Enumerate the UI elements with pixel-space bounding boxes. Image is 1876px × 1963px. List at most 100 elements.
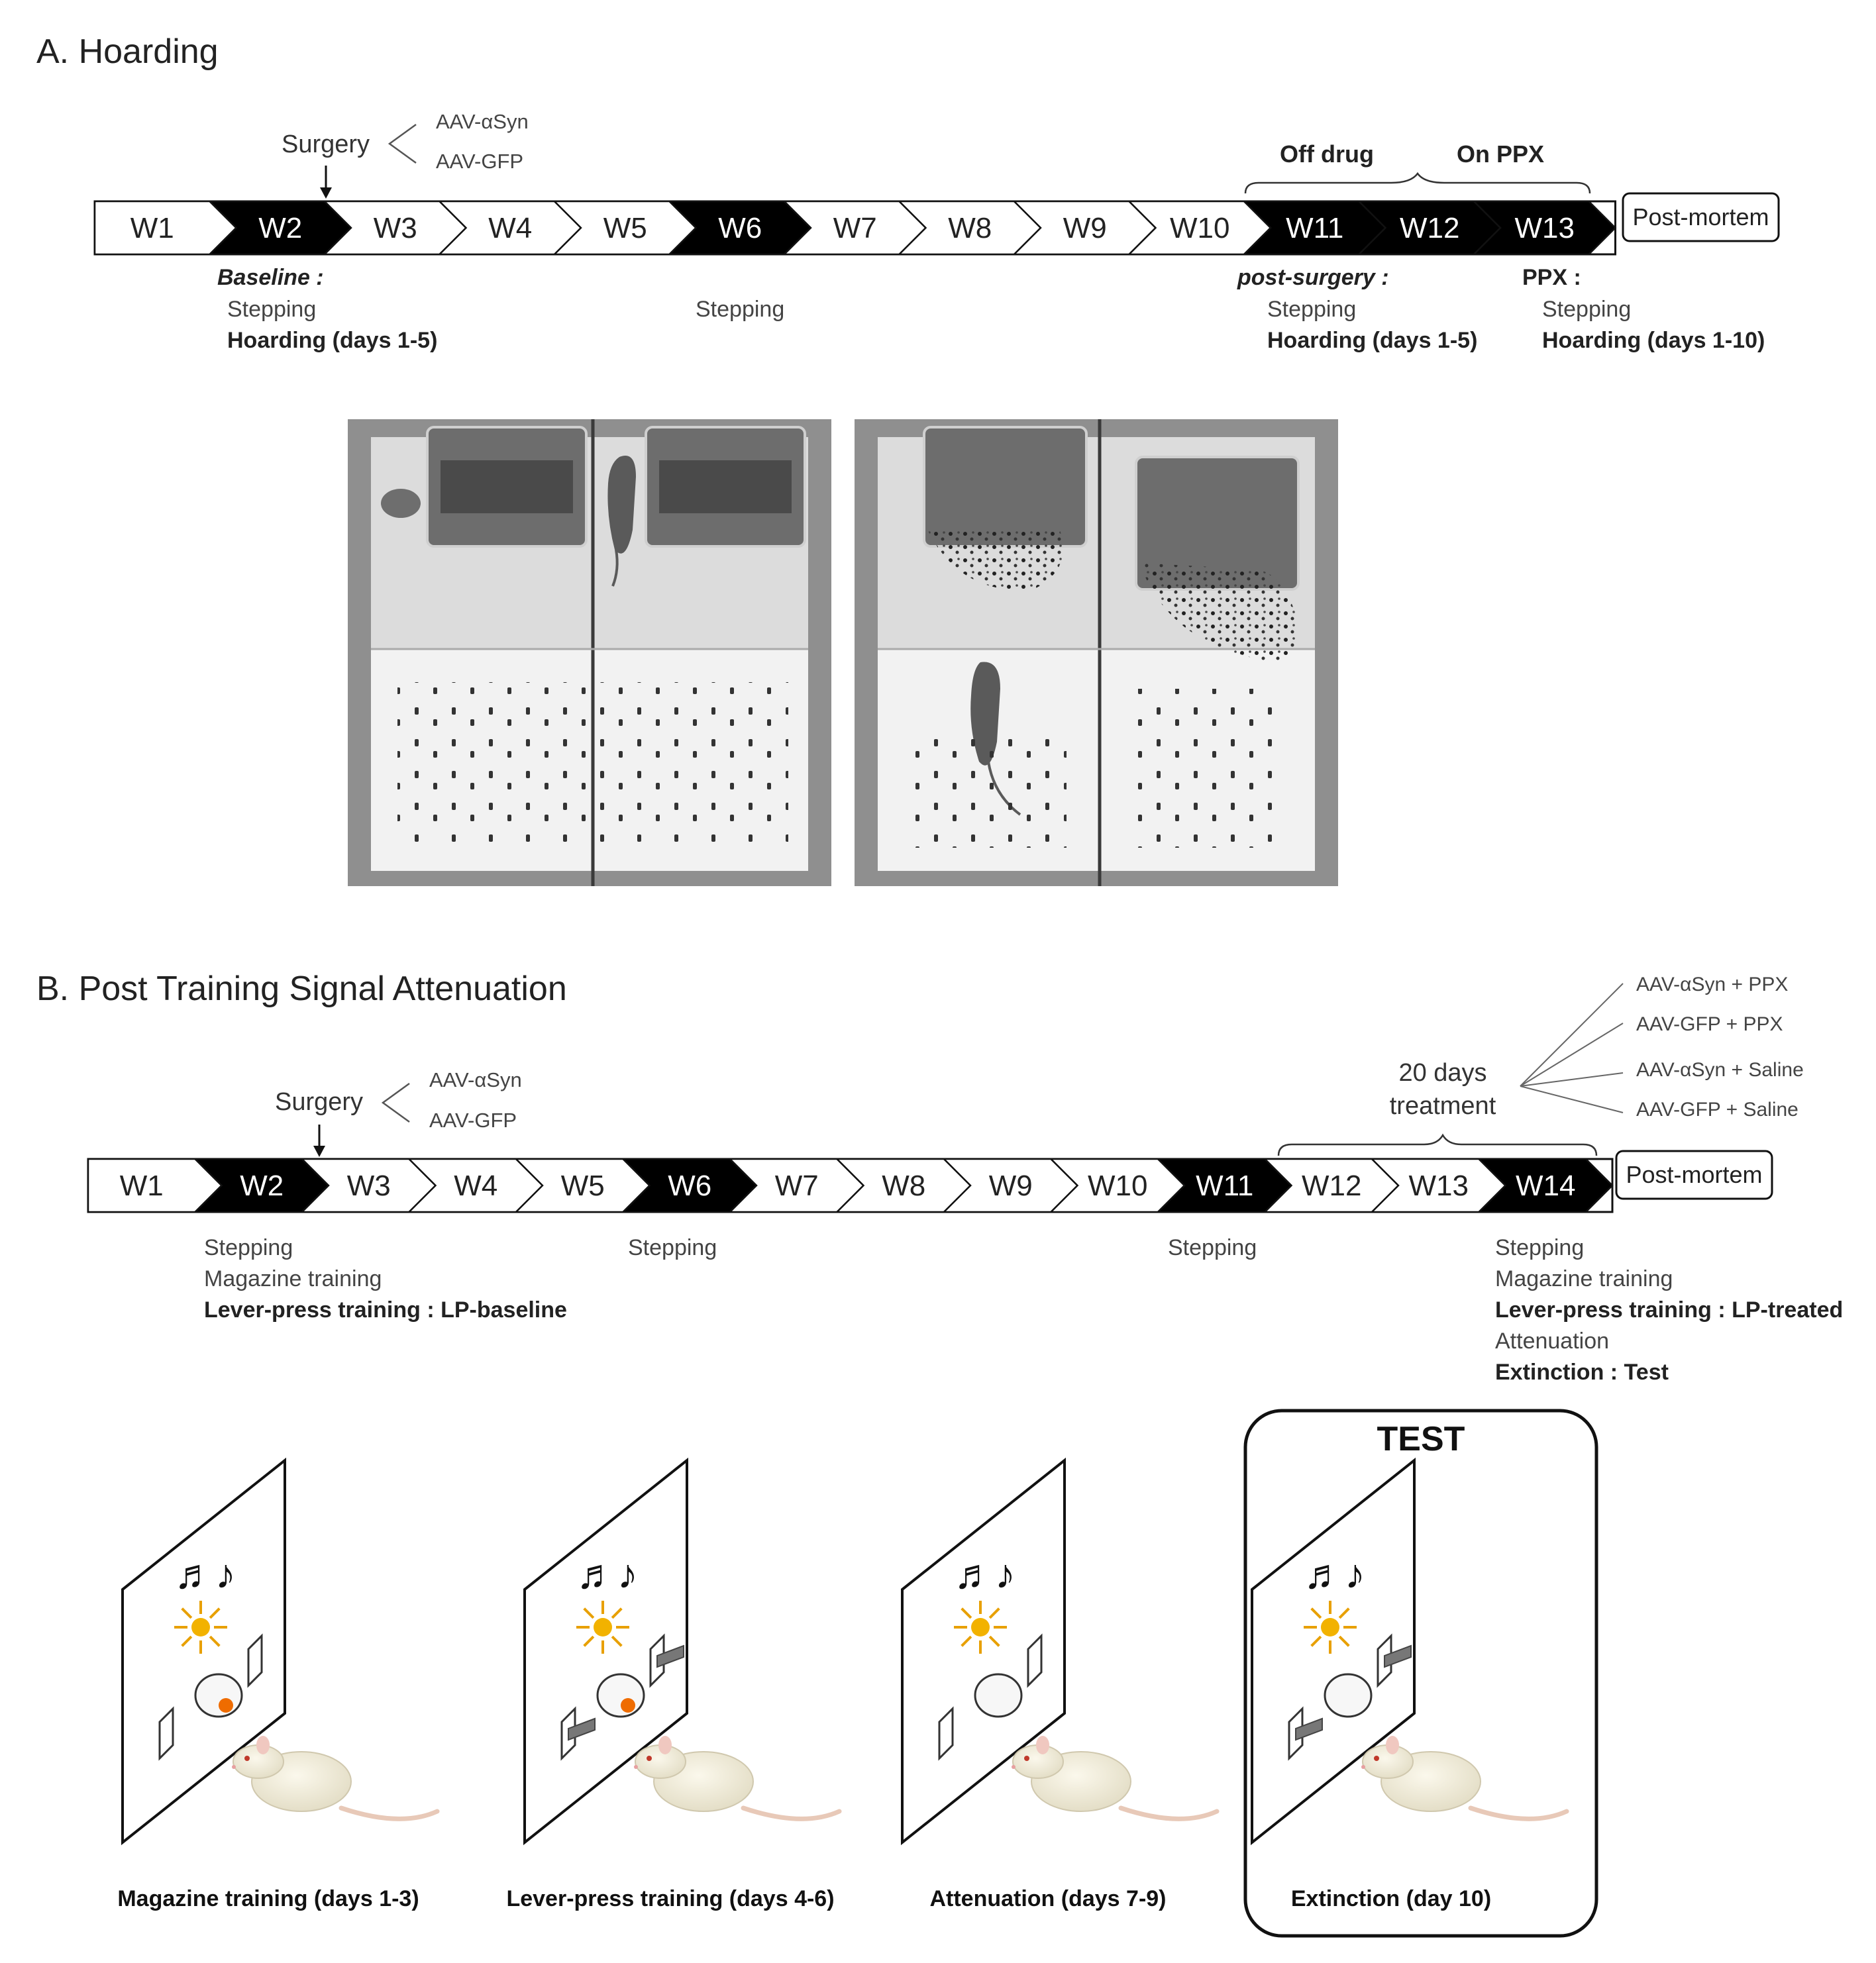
tone-icon: ♬♪ — [576, 1552, 638, 1597]
group-fan — [1520, 983, 1624, 1113]
post-mortem-label: Post-mortem — [1626, 1161, 1762, 1188]
stage-label: Extinction (day 10) — [1291, 1886, 1491, 1911]
panel-b-title: B. Post Training Signal Attenuation — [36, 970, 567, 1008]
lever-slot-left — [560, 1706, 576, 1761]
stage-label: Lever-press training (days 4-6) — [506, 1886, 834, 1911]
lever-left-icon — [1295, 1717, 1323, 1741]
week-label: W7 — [833, 212, 877, 244]
week-label: W11 — [1196, 1170, 1253, 1202]
arena-photo-baseline — [348, 419, 831, 886]
stage-4: ♬♪ Extinction (day 10) — [1251, 1457, 1569, 1911]
panel-a-title: A. Hoarding — [36, 32, 219, 71]
group-label-1: AAV-αSyn + PPX — [1636, 974, 1788, 995]
light-ray — [1338, 1635, 1350, 1647]
stage-2: ♬♪ Lever-press training (days 4-6) — [506, 1457, 842, 1911]
magazine-icon — [1324, 1673, 1373, 1718]
week-label: W3 — [374, 212, 417, 244]
week-label: W4 — [488, 212, 532, 244]
week-segment-w14 — [1477, 1158, 1614, 1213]
week-label: W9 — [1063, 212, 1107, 244]
light-ray — [961, 1607, 972, 1619]
light-ray — [611, 1635, 623, 1647]
lever-slot-right — [1377, 1633, 1392, 1688]
light-ray — [209, 1607, 221, 1619]
light-ray — [961, 1635, 972, 1647]
surgery-option-a-1: AAV-αSyn — [436, 110, 529, 133]
light-ray — [1338, 1607, 1350, 1619]
tone-icon: ♬♪ — [1304, 1552, 1365, 1597]
stage-1: ♬♪Magazine training (days 1-3) — [117, 1457, 440, 1911]
w14-note-5: Extinction : Test — [1495, 1360, 1669, 1385]
week-label: W8 — [882, 1170, 925, 1202]
chamber-wall — [901, 1457, 1066, 1846]
week-label: W1 — [130, 212, 174, 244]
light-ray — [583, 1607, 595, 1619]
lever-slot-right — [649, 1633, 665, 1688]
lever-slot-left — [938, 1706, 954, 1761]
w14-note-4: Attenuation — [1495, 1329, 1609, 1354]
post-surgery-line-1: Stepping — [1267, 297, 1356, 322]
brace-label-off-drug: Off drug — [1280, 140, 1374, 168]
week-label: W12 — [1302, 1170, 1361, 1202]
light-icon — [191, 1618, 210, 1636]
chamber-wall — [523, 1457, 688, 1846]
w2-note-1: Stepping — [204, 1235, 293, 1260]
treatment-line-2: treatment — [1390, 1092, 1496, 1120]
pellet-icon — [621, 1698, 635, 1713]
light-ray — [181, 1635, 193, 1647]
stage-3: ♬♪Attenuation (days 7-9) — [901, 1457, 1220, 1911]
light-icon — [971, 1618, 990, 1636]
pellet-icon — [219, 1698, 233, 1713]
week-label: W11 — [1286, 212, 1343, 244]
treatment-brace — [1277, 1133, 1598, 1156]
magazine-icon — [596, 1673, 645, 1718]
light-icon — [1321, 1618, 1339, 1636]
week-label: W6 — [718, 212, 762, 244]
post-surgery-line-2: Hoarding (days 1-5) — [1267, 328, 1477, 353]
week-label: W6 — [668, 1170, 711, 1202]
chamber-wall — [1251, 1457, 1416, 1846]
w2-note-3: Lever-press training : LP-baseline — [204, 1297, 567, 1323]
chamber-wall — [121, 1457, 286, 1846]
week-label: W3 — [347, 1170, 391, 1202]
test-label: TEST — [1377, 1420, 1465, 1458]
treatment-line-1: 20 days — [1398, 1059, 1486, 1087]
week-segment-w13 — [1471, 200, 1617, 256]
rat-icon — [232, 1736, 440, 1821]
lever-slot-left — [1288, 1706, 1304, 1761]
light-icon — [594, 1618, 612, 1636]
rat-icon — [1361, 1736, 1569, 1821]
week-label: W1 — [120, 1170, 164, 1202]
week-label: W14 — [1516, 1170, 1575, 1202]
week-label: W7 — [775, 1170, 819, 1202]
light-ray — [611, 1607, 623, 1619]
rat-icon — [634, 1736, 842, 1821]
baseline-line-1: Stepping — [227, 297, 316, 322]
ppx-line-1: Stepping — [1542, 297, 1631, 322]
test-box — [1243, 1409, 1598, 1938]
surgery-arrowhead-b-icon — [313, 1146, 325, 1157]
w14-note-2: Magazine training — [1495, 1266, 1673, 1291]
week-label: W2 — [258, 212, 302, 244]
week-label: W12 — [1400, 212, 1459, 244]
week-label: W5 — [561, 1170, 605, 1202]
ppx-line-2: Hoarding (days 1-10) — [1542, 328, 1765, 353]
lever-slot-right — [1027, 1633, 1043, 1688]
w6-note-b: Stepping — [628, 1235, 717, 1260]
rat-icon — [1012, 1736, 1220, 1821]
brace-label-on-ppx: On PPX — [1457, 140, 1544, 168]
week-label: W13 — [1515, 212, 1575, 244]
surgery-chevron-icon — [388, 123, 417, 164]
tone-icon: ♬♪ — [954, 1552, 1016, 1597]
week-label: W4 — [454, 1170, 497, 1202]
lever-right-icon — [656, 1644, 684, 1668]
surgery-chevron-b-icon — [381, 1082, 410, 1123]
tone-icon: ♬♪ — [174, 1552, 236, 1597]
lever-right-icon — [1384, 1644, 1412, 1668]
light-ray — [1310, 1635, 1322, 1647]
arena-photo-after — [855, 419, 1338, 886]
brace-off-drug — [1244, 172, 1591, 194]
